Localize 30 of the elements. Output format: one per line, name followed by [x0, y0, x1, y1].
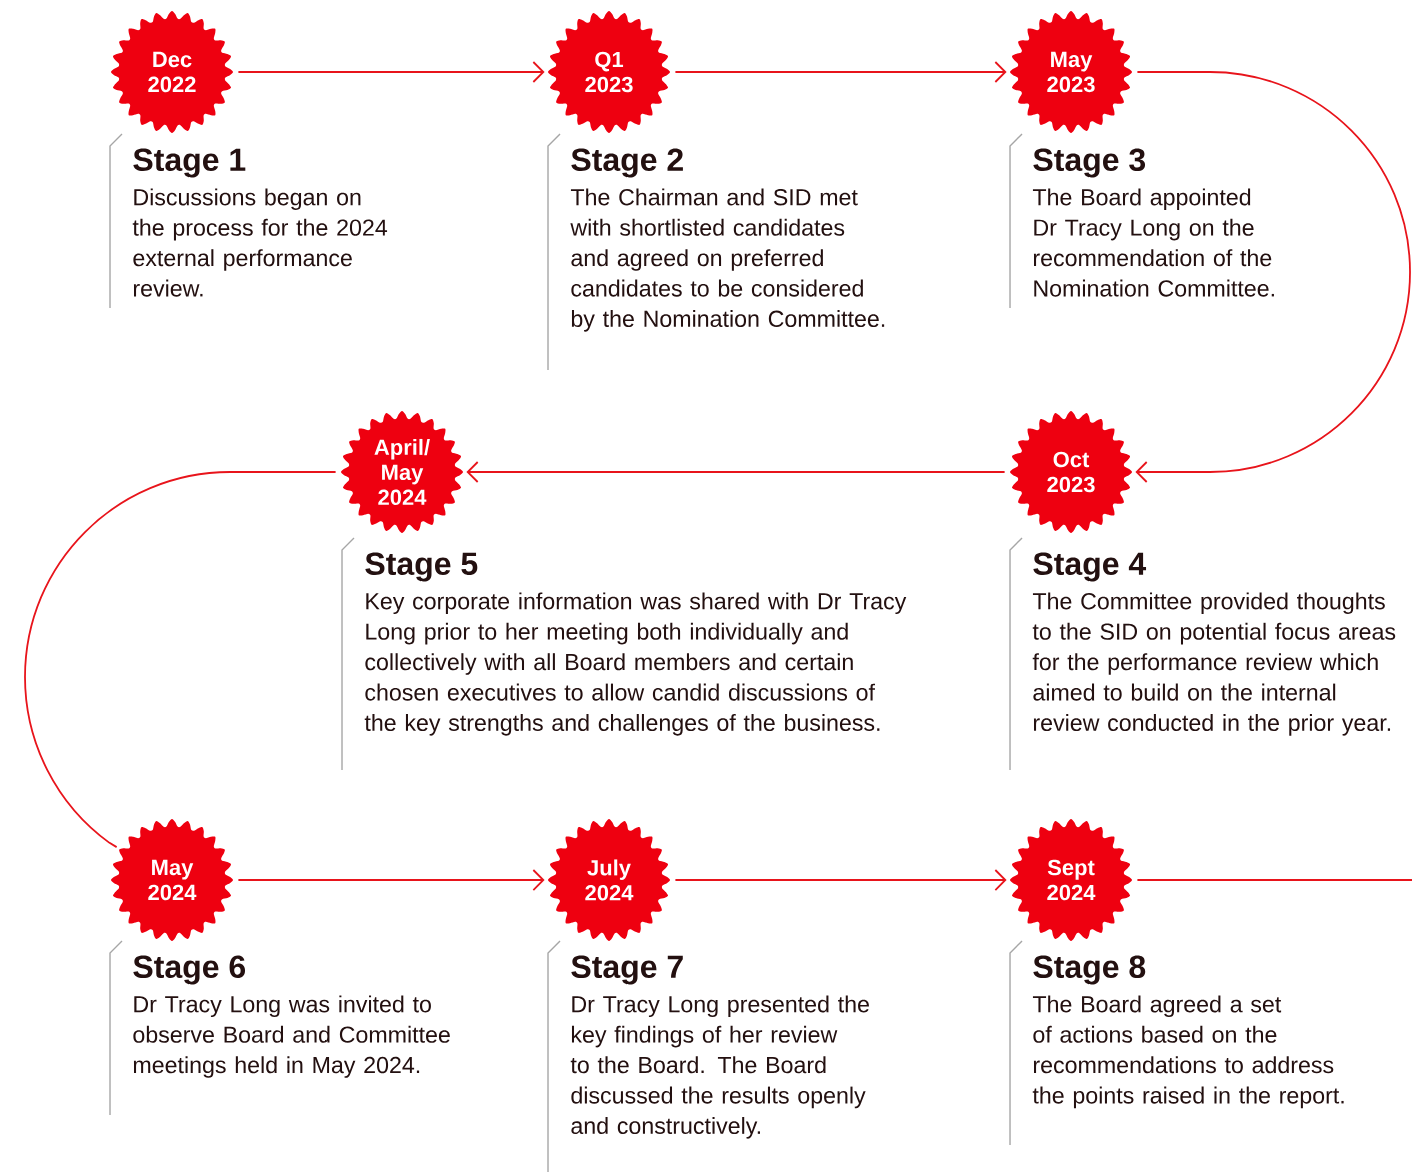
stage-heading: Stage 5 — [365, 552, 478, 582]
date-badge: May 2023 — [1010, 11, 1132, 133]
date-badge: Oct 2023 — [1010, 411, 1132, 533]
stage-heading: Stage 2 — [571, 148, 683, 178]
stage-description: Dr Tracy Long was invited to observe Board and Committee meetings held in May 2024. — [133, 995, 450, 1078]
date-badge: July 2024 — [548, 819, 670, 941]
stage-heading: Stage 7 — [571, 955, 683, 985]
stage-heading: Stage 6 — [133, 955, 246, 985]
stage-description: Dr Tracy Long presented the key findings of her review to the Board. The Board discussed the results openly and constructively. — [570, 995, 869, 1139]
stage-heading: Stage 8 — [1033, 955, 1146, 985]
date-badge: Dec 2022 — [111, 11, 233, 133]
stage-description: The Board appointed Dr Tracy Long on the recommendation of the Nomination Committee. — [1032, 188, 1274, 297]
date-badge: Sept 2024 — [1010, 819, 1132, 941]
date-badge: April/ May 2024 — [341, 411, 463, 533]
date-badge: May 2024 — [111, 819, 233, 941]
arrow — [674, 61, 1007, 83]
stage-description: Key corporate information was shared with Dr Tracy Long prior to her meeting both individually and collectively with all Board members and certain chosen executives to allow candid discussions of the key strengths and challenges of the business. — [364, 592, 907, 736]
arrow — [237, 61, 545, 83]
arrow — [1135, 71, 1411, 483]
stage-description: Discussions began on the process for the 2024 external performance review. — [132, 188, 388, 297]
stage-heading: Stage 3 — [1033, 148, 1146, 178]
arrow — [237, 869, 545, 891]
stage-description: The Chairman and SID met with shortlisted candidates and agreed on preferred candidates to be considered by the Nomination Committee. — [570, 188, 885, 332]
stage-description: The Committee provided thoughts to the SID on potential focus areas for the performance review which aimed to build on the internal review conducted in the prior year. — [1032, 592, 1396, 736]
arrow — [674, 869, 1007, 891]
arrow — [466, 461, 1006, 483]
stage-heading: Stage 1 — [133, 148, 246, 178]
stage-heading: Stage 4 — [1033, 552, 1147, 582]
stage-description: The Board agreed a set of actions based on the recommendations to address the points raised in the report. — [1032, 995, 1344, 1109]
date-badge: Q1 2023 — [548, 11, 670, 133]
